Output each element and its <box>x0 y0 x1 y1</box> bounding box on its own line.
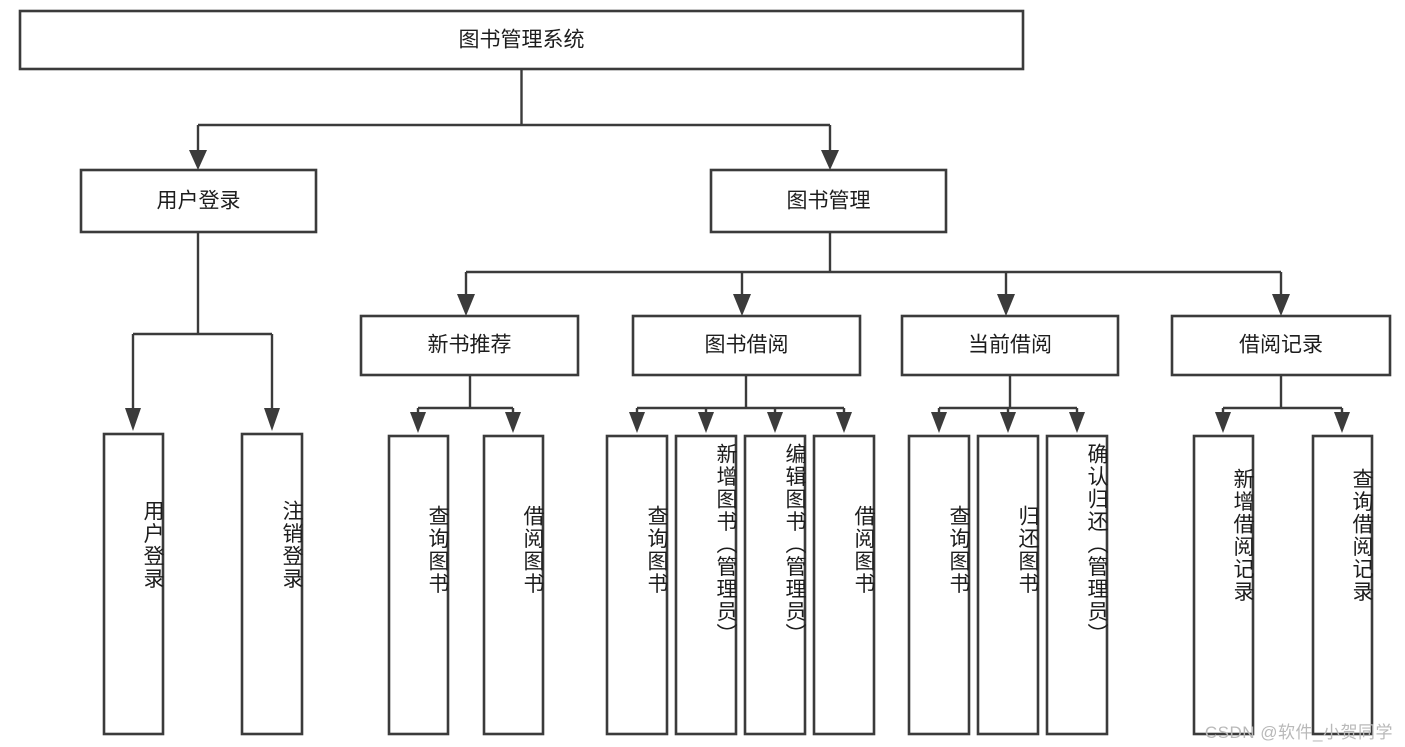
node-label-book-manage: 图书管理 <box>787 190 871 213</box>
arrow-head-leaf-query-record <box>1334 412 1350 433</box>
node-box-book-borrow[interactable] <box>631 314 862 377</box>
node-box-leaf-borrow-book-2[interactable] <box>812 434 876 736</box>
arrow-head-leaf-logout <box>264 408 280 431</box>
arrow-head-leaf-query-book-3 <box>931 412 947 433</box>
node-label-root: 图书管理系统 <box>459 29 585 52</box>
node-label-current-borrow: 当前借阅 <box>968 334 1052 357</box>
node-box-leaf-add-book[interactable] <box>674 434 738 736</box>
node-box-leaf-return-book[interactable] <box>976 434 1040 736</box>
node-box-book-manage[interactable] <box>709 168 948 234</box>
arrow-head-leaf-query-book-2 <box>629 412 645 433</box>
node-box-user-login[interactable] <box>79 168 318 234</box>
node-box-leaf-query-book-3[interactable] <box>907 434 971 736</box>
node-box-root[interactable] <box>18 9 1025 71</box>
arrow-head-leaf-user-login <box>125 408 141 431</box>
arrow-head-borrow-records <box>1272 294 1290 316</box>
arrow-head-book-manage <box>821 150 839 170</box>
arrow-head-new-books <box>457 294 475 316</box>
node-box-leaf-query-book-1[interactable] <box>387 434 450 736</box>
node-box-leaf-add-record[interactable] <box>1192 434 1255 736</box>
arrow-head-leaf-add-record <box>1215 412 1231 433</box>
node-box-leaf-query-record[interactable] <box>1311 434 1374 736</box>
node-box-new-books[interactable] <box>359 314 580 377</box>
node-label-book-borrow: 图书借阅 <box>705 334 789 357</box>
node-box-leaf-borrow-book-1[interactable] <box>482 434 545 736</box>
node-box-leaf-query-book-2[interactable] <box>605 434 669 736</box>
csdn-watermark: CSDN @软件_小贺同学 <box>1204 723 1393 742</box>
node-label-new-books: 新书推荐 <box>428 334 512 357</box>
node-box-leaf-user-login[interactable] <box>102 432 165 736</box>
node-box-leaf-edit-book[interactable] <box>743 434 807 736</box>
node-label-user-login: 用户登录 <box>157 190 241 213</box>
node-layer: 图书管理系统 用户登录 图书管理 新书推荐 图书借阅 当前借阅 借阅记录 <box>18 9 1392 736</box>
arrow-head-leaf-edit-book <box>767 412 783 433</box>
arrow-head-leaf-return-book <box>1000 412 1016 433</box>
arrow-head-user-login <box>189 150 207 170</box>
node-box-leaf-confirm-return[interactable] <box>1045 434 1109 736</box>
node-box-current-borrow[interactable] <box>900 314 1120 377</box>
node-box-borrow-records[interactable] <box>1170 314 1392 377</box>
arrow-head-leaf-borrow-book-2 <box>836 412 852 433</box>
arrow-head-leaf-confirm-return <box>1069 412 1085 433</box>
arrow-head-leaf-add-book <box>698 412 714 433</box>
node-label-borrow-records: 借阅记录 <box>1239 334 1323 357</box>
arrow-head-leaf-borrow-book-1 <box>505 412 521 433</box>
node-box-leaf-logout[interactable] <box>240 432 304 736</box>
arrow-head-book-borrow <box>733 294 751 316</box>
arrow-head-current-borrow <box>997 294 1015 316</box>
connector-layer <box>125 69 1350 433</box>
arrow-head-leaf-query-book-1 <box>410 412 426 433</box>
